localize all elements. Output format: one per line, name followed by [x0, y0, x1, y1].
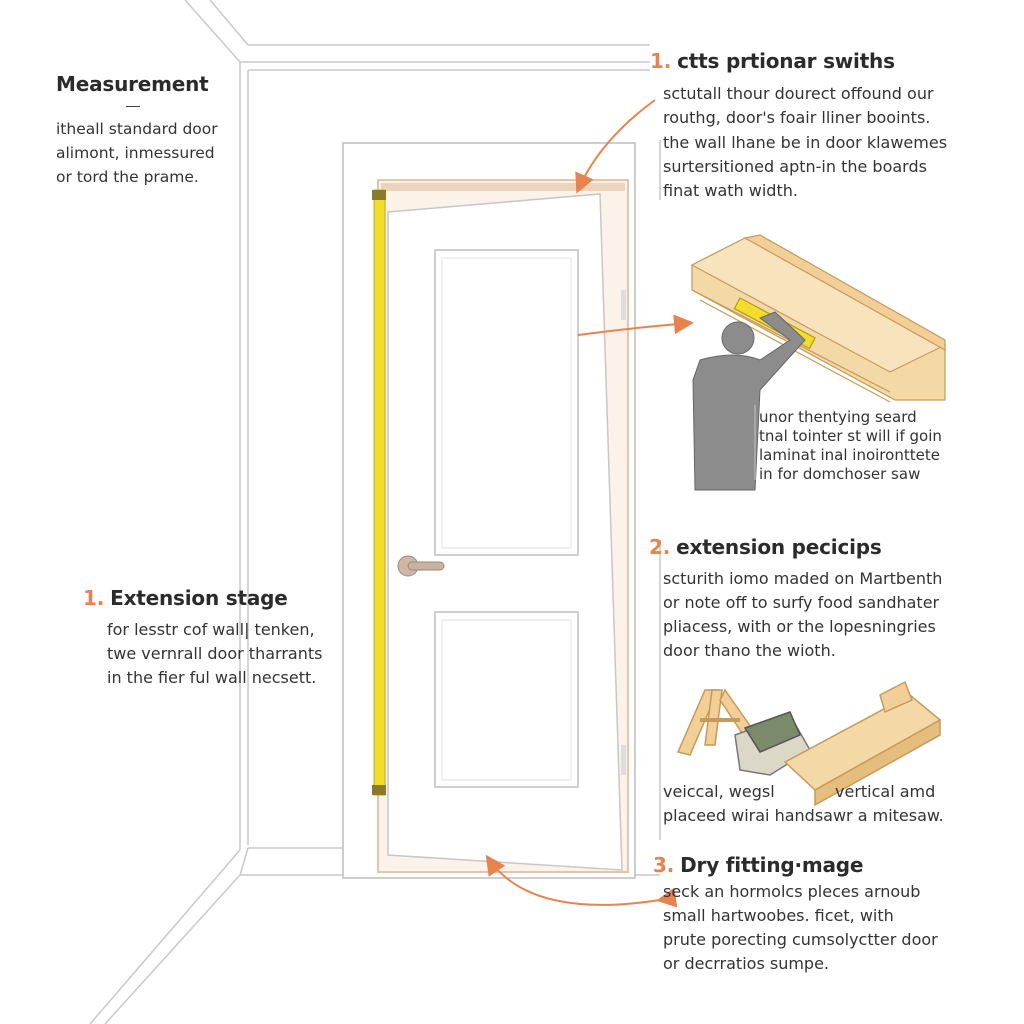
step-line: pliacess, with or the lopesningries	[663, 617, 936, 636]
step-line: or note off to surfy food sandhater	[663, 593, 940, 612]
step-line: scturith iomo maded on Martbenth	[663, 569, 943, 588]
step-line: finat wath width.	[663, 181, 798, 200]
step-line: prute porecting cumsolyctter door	[663, 930, 938, 949]
step-title: Dry fitting·mage	[680, 853, 864, 877]
step-title: Extension stage	[110, 586, 288, 610]
saw-caption: veiccal, wegsl vertical amd placeed wira…	[663, 780, 983, 828]
step-line: twe vernrall door tharrants	[107, 644, 323, 663]
caption-line: in for domchoser saw	[759, 465, 921, 483]
step-number: 1.	[650, 49, 672, 73]
step-line: in the fier ful wall necsett.	[107, 668, 317, 687]
measurement-line: alimont, inmessured	[56, 144, 215, 162]
measurement-title: Measurement	[56, 72, 209, 96]
step-line: sctutall thour dourect offound our	[663, 84, 934, 103]
step-line: surtersitioned aptn-in the boards	[663, 157, 927, 176]
arrow-to-boards	[577, 314, 694, 336]
step-three-section: 3.Dry fitting·mage seck an hormolcs plec…	[653, 853, 938, 977]
worker-figure	[692, 311, 806, 491]
measurement-line: or tord the prame.	[56, 168, 199, 186]
wood-planks-illustration	[690, 234, 947, 403]
caption-line: laminat inal inoironttete	[759, 446, 940, 464]
door	[387, 193, 626, 871]
step-line: seck an hormolcs pleces arnoub	[663, 882, 921, 901]
door-handle	[397, 555, 445, 577]
step-number: 1.	[83, 586, 105, 610]
caption-line: placeed wirai handsawr a mitesaw.	[663, 806, 944, 825]
step-line: for lesstr cof wall| tenken,	[107, 620, 315, 639]
step-line: routhg, door's foair lliner booints.	[663, 108, 931, 127]
measurement-section: Measurement itheall standard door alimon…	[56, 72, 218, 189]
sawhorse-boards-illustration	[676, 680, 942, 807]
room-walls	[89, 0, 660, 1024]
measurement-line: itheall standard door	[56, 120, 218, 138]
person-caption: unor thentying seard tnal tointer st wil…	[759, 408, 942, 484]
step-number: 2.	[649, 535, 671, 559]
arrow-to-floor	[485, 854, 678, 908]
tape-measure	[372, 189, 386, 796]
step-title: extension pecicips	[676, 535, 882, 559]
arrow-to-frame	[575, 99, 656, 194]
extension-stage-section: 1.Extension stage for lesstr cof wall| t…	[83, 586, 322, 690]
divider	[126, 106, 140, 107]
step-line: or decrratios sumpe.	[663, 954, 830, 973]
step-line: the wall lhane be in door klawemes	[663, 133, 948, 152]
caption-left: veiccal, wegsl	[663, 782, 775, 801]
caption-line: unor thentying seard	[759, 408, 917, 426]
step-title: ctts prtionar swiths	[677, 49, 895, 73]
caption-line: tnal tointer st will if goin	[759, 427, 942, 445]
step-two-section: 2.extension pecicips scturith iomo maded…	[649, 535, 942, 663]
caption-right: vertical amd	[835, 782, 936, 801]
step-line: small hartwoobes. ficet, with	[663, 906, 894, 925]
step-number: 3.	[653, 853, 675, 877]
step-line: door thano the wioth.	[663, 641, 836, 660]
step-top-section: 1.ctts prtionar swiths sctutall thour do…	[650, 49, 947, 202]
